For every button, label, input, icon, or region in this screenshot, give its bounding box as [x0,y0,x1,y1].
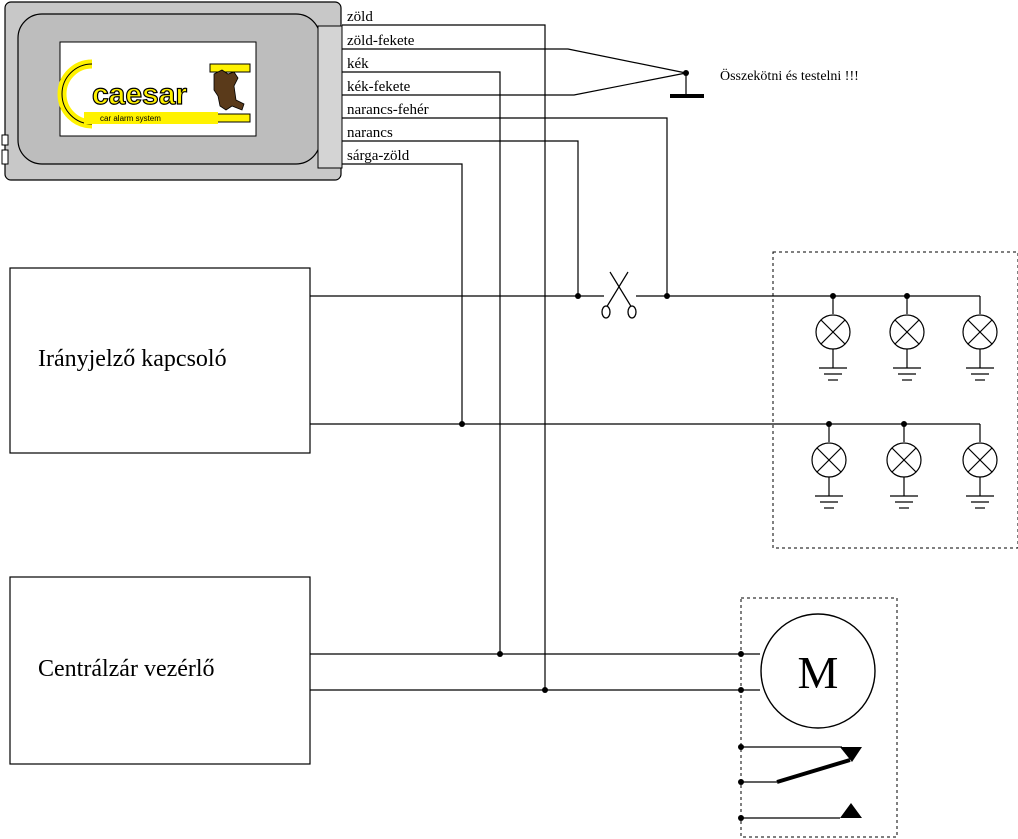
dog-icon [213,69,245,111]
lamps-lower [811,421,998,509]
wire-narancs-feher [342,117,668,296]
wire-label-zold-fekete: zöld-fekete [347,33,415,49]
ground-junction [670,70,704,98]
wire-zold-fekete [342,48,687,74]
wire-label-zold: zöld [347,9,373,25]
wire-kek-fekete [342,72,687,96]
motor-label: M [798,647,839,698]
wire-label-kek-fekete: kék-fekete [347,79,411,95]
lamp-icon [815,293,851,368]
ground-icon [819,367,847,381]
lamp-icon [889,293,925,368]
ground-icon [893,367,921,381]
lamps-upper [815,293,998,381]
wire-zold [342,24,546,690]
caesar-logo: caesar car alarm system [57,41,257,137]
lamp-icon [811,421,847,496]
logo-subtitle: car alarm system [100,114,161,123]
ground-note: Összekötni és testelni !!! [720,67,859,84]
lamps-enclosure [772,251,1018,549]
ground-icon [815,495,843,509]
central-lock-controller-block: Centrálzár vezérlő [9,576,311,765]
wire-label-kek: kék [347,56,369,72]
ground-icon [966,495,994,509]
logo-text: caesar [92,78,187,111]
ground-icon [966,367,994,381]
scissors-icon [601,271,637,319]
wire-kek [342,71,501,654]
wire-label-narancs-feher: narancs-fehér [347,102,429,118]
actuator-enclosure [740,597,898,838]
lamp-icon [962,424,998,496]
central-lock-controller-label: Centrálzár vezérlő [38,656,215,682]
ground-icon [890,495,918,509]
switch-icon [738,744,862,821]
wire-label-sarga-zold: sárga-zöld [347,148,410,164]
turn-signal-switch-label: Irányjelző kapcsoló [38,346,227,372]
wire-labels: zöld zöld-fekete kék kék-fekete narancs-… [347,9,429,164]
lamp-icon [886,421,922,496]
motor-icon: M [760,613,876,729]
alarm-unit: caesar car alarm system [1,1,343,181]
wires [342,24,687,690]
wire-narancs [342,140,579,296]
lamp-icon [962,296,998,368]
wire-label-narancs: narancs [347,125,393,141]
wire-sarga-zold [342,163,463,424]
turn-signal-switch-block: Irányjelző kapcsoló [9,267,311,454]
